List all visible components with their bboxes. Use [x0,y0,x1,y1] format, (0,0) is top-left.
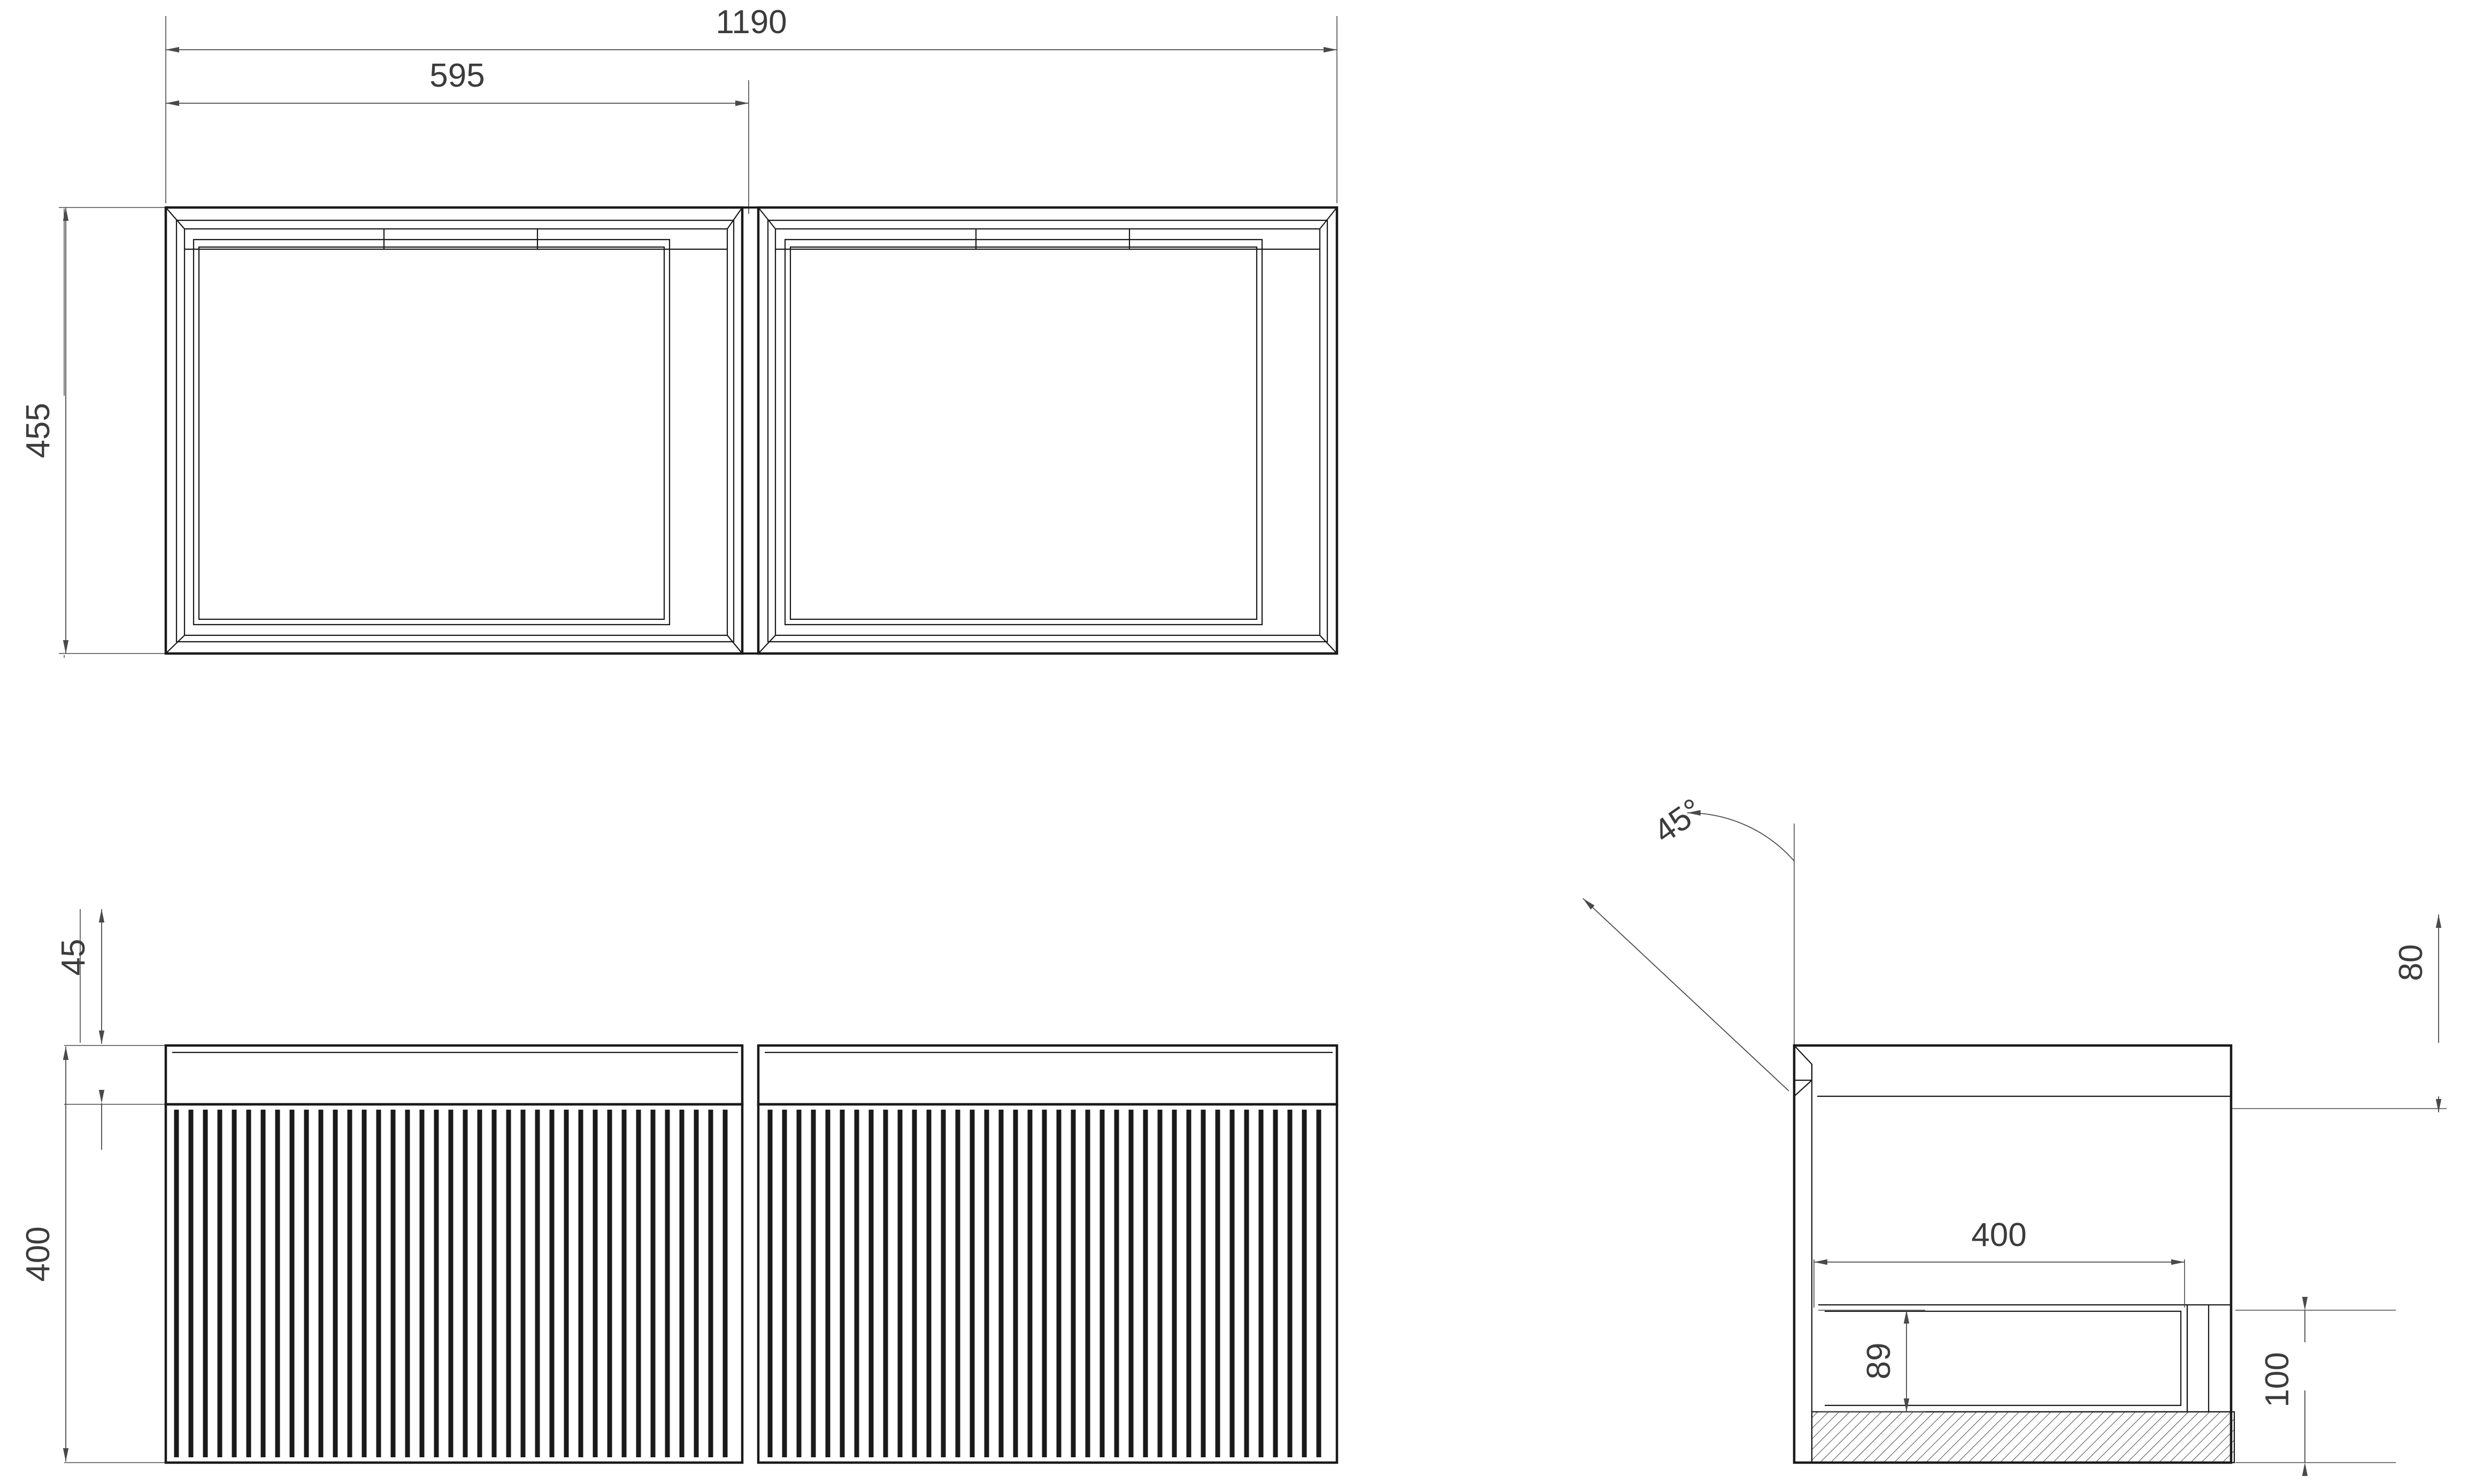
dim-base-height: 100 [2235,1297,2396,1476]
dim-depth-label: 455 [20,403,57,458]
fluted-front-left [174,1110,728,1457]
front-view: 45 400 [20,909,1339,1464]
front-view-geometry-right [757,1044,1339,1464]
dim-top-height: 80 [2231,914,2447,1112]
dim-overall-width: 1190 [166,4,1337,53]
dim-inner-height-label: 89 [1860,1343,1897,1380]
dim-depth: 455 [20,207,171,654]
dim-top-panel-height-label: 45 [55,939,92,976]
front-view-extension-lines [64,909,176,1463]
dim-top-panel-height: 45 [55,909,105,1150]
front-view-geometry-left [164,1044,744,1464]
top-view-geometry [164,206,744,655]
dim-base-height-label: 100 [2259,1352,2296,1407]
dim-half-width: 595 [166,57,749,106]
dim-inner-height: 89 [1818,1310,1925,1412]
dim-body-height: 400 [20,1047,69,1462]
dim-body-height-label: 400 [20,1226,57,1281]
dim-chamfer-angle: 45° [1582,791,1795,1091]
top-view-center-split [741,206,759,655]
dim-inner-depth: 400 [1813,1217,2185,1308]
dim-inner-depth-label: 400 [1971,1217,2026,1254]
top-view-geometry-right [757,206,1339,655]
side-view-geometry [1793,1044,2235,1464]
dim-top-height-label: 80 [2393,944,2429,981]
top-view: 1190 595 455 [20,4,1339,658]
top-view-extension-lines [64,16,1337,658]
dim-overall-width-label: 1190 [716,4,787,41]
side-view: 45° 80 [1582,791,2447,1476]
fluted-front-right [767,1110,1321,1457]
dim-chamfer-angle-label: 45° [1647,791,1709,850]
dim-half-width-label: 595 [429,57,485,94]
